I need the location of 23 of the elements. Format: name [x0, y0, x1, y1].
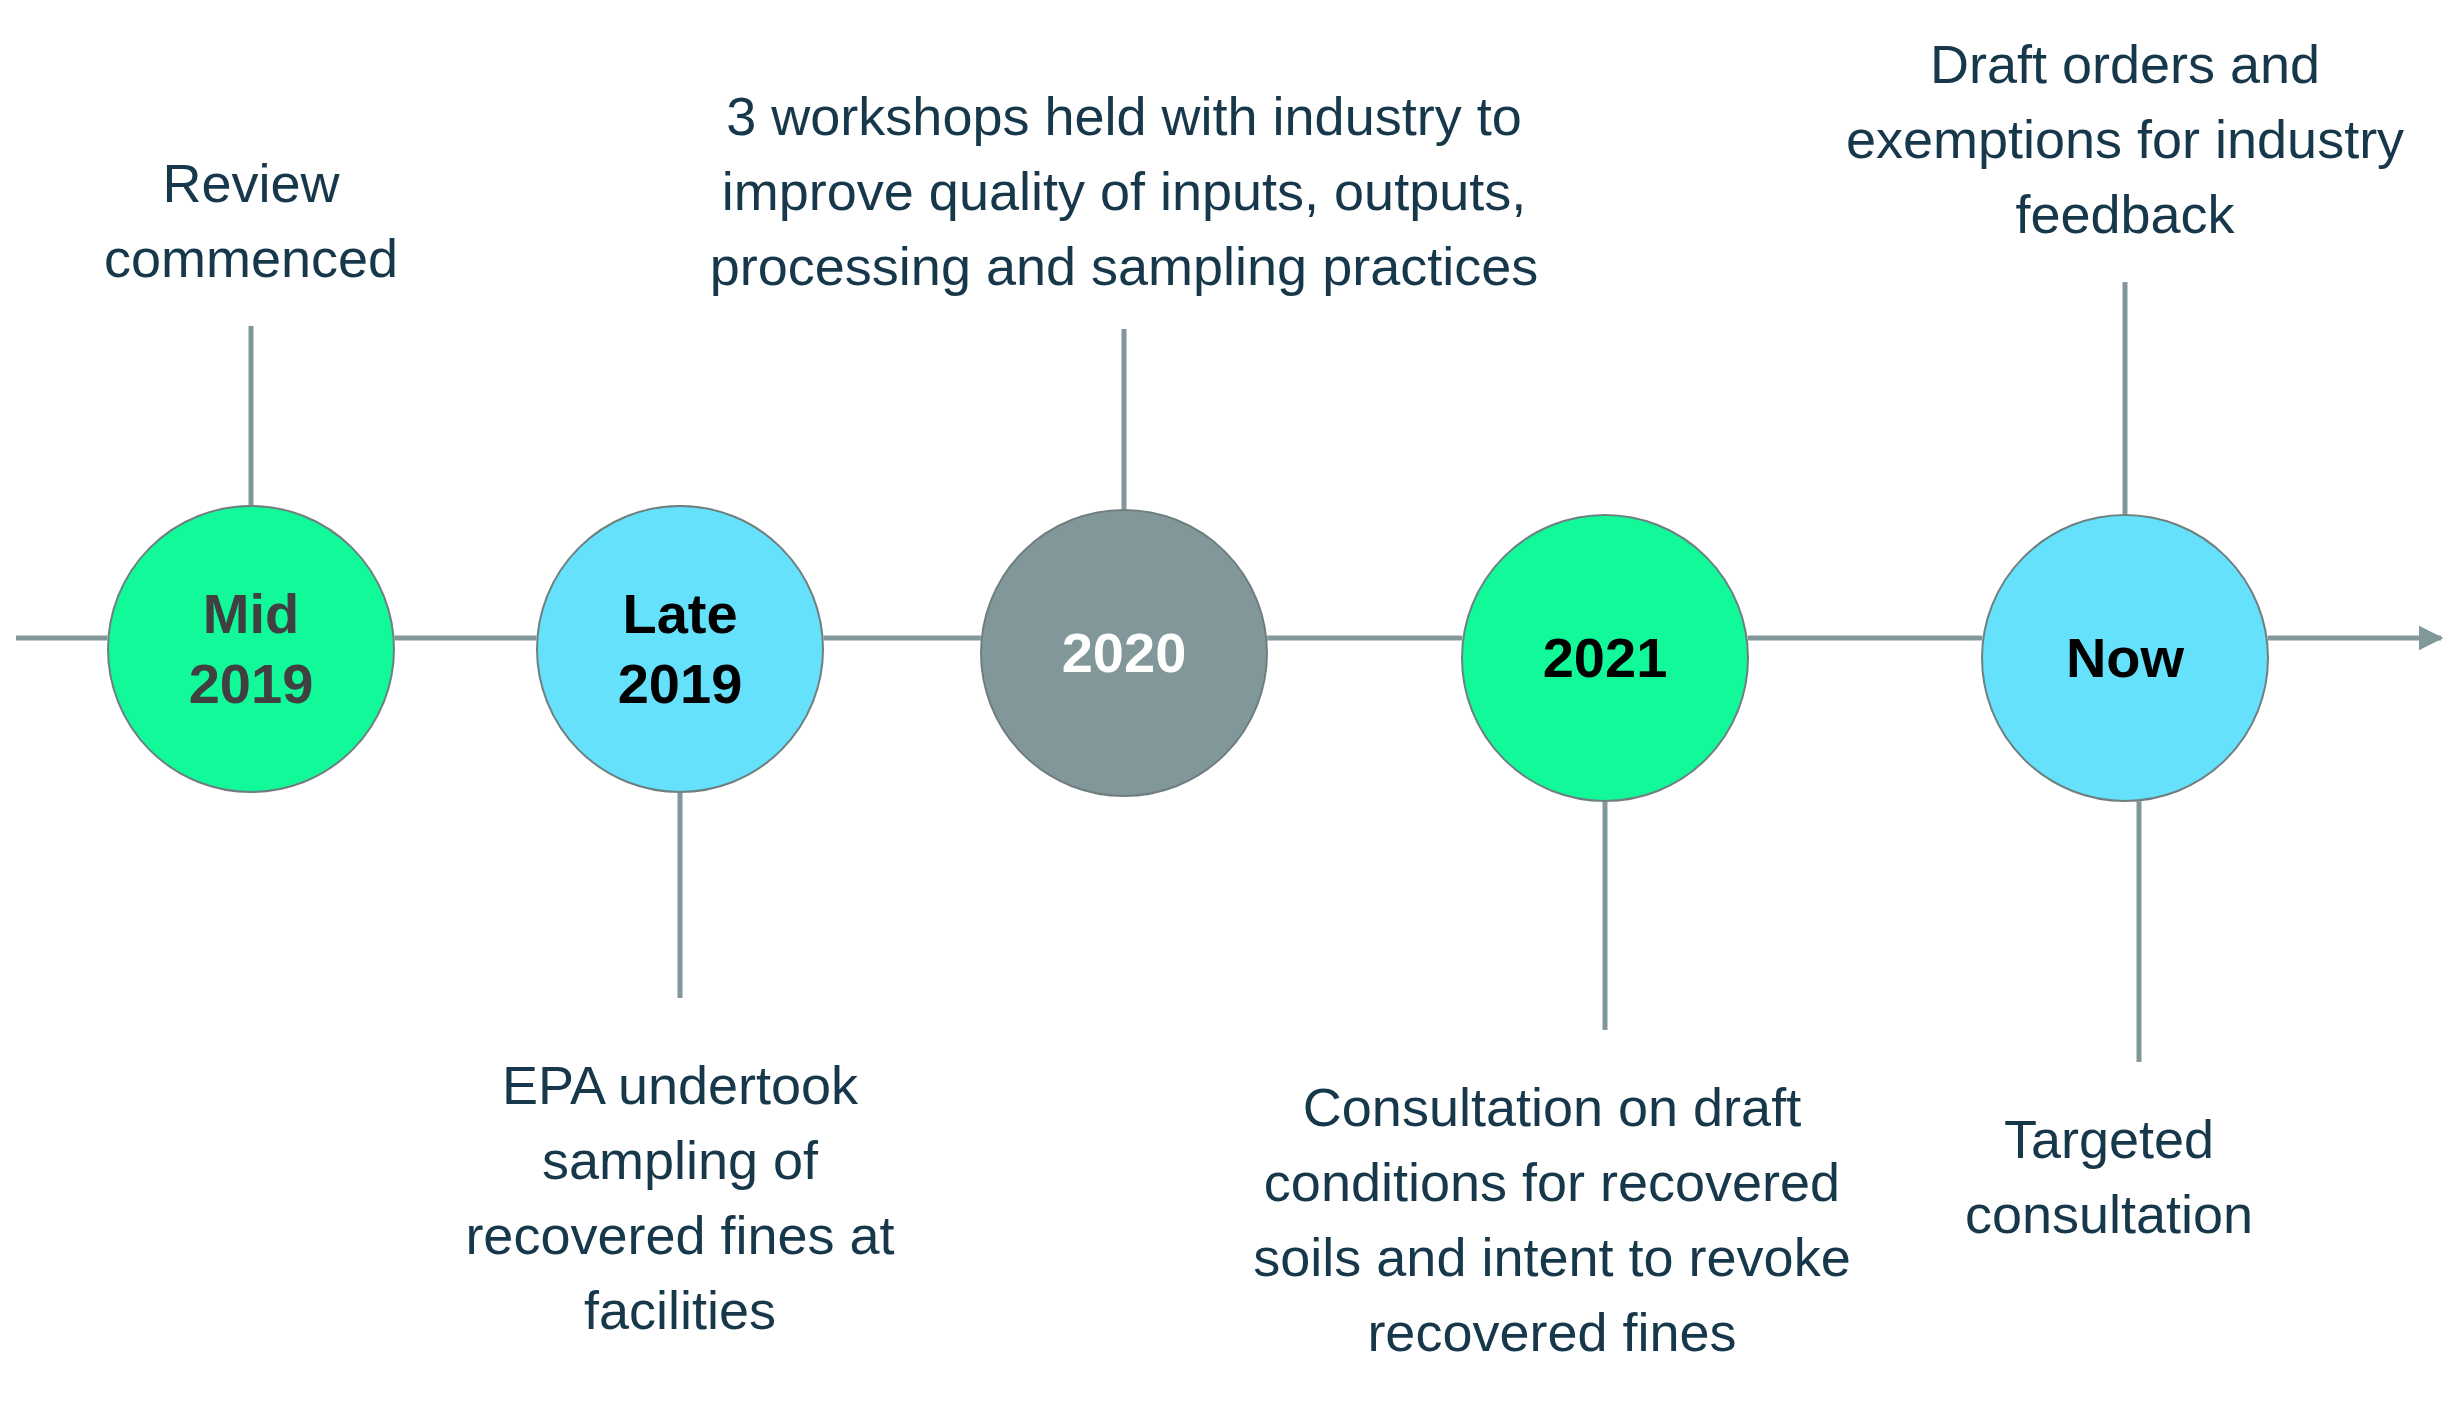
date-label: Mid 2019 [187, 581, 315, 717]
milestone-text: Consultation on draft conditions for recovered soils and intent to revoke recovered fines [1252, 1076, 1852, 1364]
date-label: Late 2019 [616, 581, 744, 717]
leader-line [248, 326, 254, 505]
timeline-segment [394, 635, 537, 641]
leader-line [2136, 801, 2142, 1062]
timeline-segment [1267, 635, 1463, 641]
milestone-text: Targeted consultation [1963, 1108, 2255, 1246]
milestone-text: Draft orders and exemptions for industry feedback [1844, 33, 2406, 246]
timeline-segment [16, 635, 108, 641]
leader-line [677, 793, 683, 998]
timeline-segment [823, 635, 981, 641]
leader-line [1121, 329, 1127, 509]
date-label: Now [2065, 625, 2185, 691]
date-label: 2020 [1061, 620, 1187, 686]
leader-line [1602, 802, 1608, 1030]
timeline-segment [2267, 625, 2444, 651]
timeline-segment [1747, 635, 1983, 641]
milestone-text: EPA undertook sampling of recovered fines at facilities [464, 1054, 896, 1342]
milestone-text: Review commenced [102, 152, 400, 290]
date-label: 2021 [1542, 625, 1668, 691]
milestone-text: 3 workshops held with industry to improve quality of inputs, outputs, processing and sampling practices [708, 85, 1540, 298]
leader-line [2122, 282, 2128, 514]
